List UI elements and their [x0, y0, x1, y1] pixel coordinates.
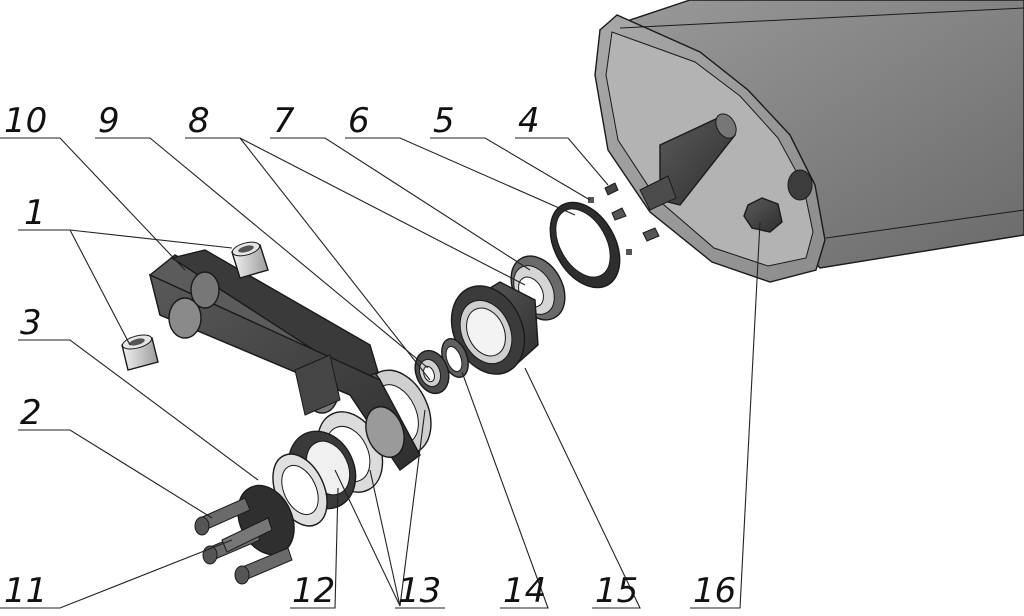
callout-11: 11 — [4, 571, 47, 611]
drum-shaft — [639, 113, 737, 211]
callout-7: 7 — [273, 101, 295, 141]
callout-16: 16 — [693, 571, 736, 611]
callout-10: 10 — [4, 101, 47, 141]
arm-lever — [148, 249, 421, 472]
bushing-upper — [231, 241, 269, 279]
callout-4: 4 — [518, 101, 540, 141]
callout-14: 14 — [503, 571, 546, 611]
small-bolts — [588, 182, 660, 255]
callout-labels: 10 9 8 7 6 5 4 1 3 2 11 12 13 14 15 16 — [4, 101, 736, 611]
flange-disc — [549, 201, 621, 289]
leader-lines — [0, 137, 761, 609]
bushing-lower — [121, 334, 159, 371]
callout-3: 3 — [20, 303, 42, 343]
callout-8: 8 — [188, 101, 210, 141]
callout-15: 15 — [595, 571, 638, 611]
callout-13: 13 — [398, 571, 441, 611]
callout-9: 9 — [98, 101, 120, 141]
small-bearing — [414, 349, 450, 395]
drum-plug-bolt — [743, 197, 783, 233]
callout-12: 12 — [292, 571, 335, 611]
callout-2: 2 — [20, 393, 42, 433]
callout-1: 1 — [24, 193, 46, 233]
callout-5: 5 — [433, 101, 455, 141]
callout-6: 6 — [348, 101, 370, 141]
drum-body — [594, 0, 1024, 283]
